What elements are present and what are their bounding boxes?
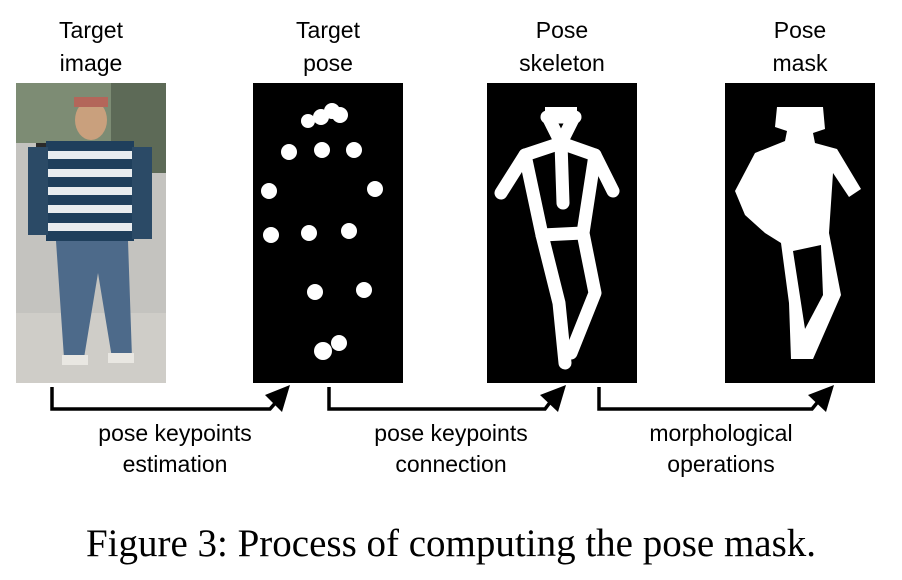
target-pose-panel <box>253 83 403 383</box>
process-arrows <box>50 385 834 412</box>
arrow-estimation <box>50 387 286 411</box>
target-image-photo <box>16 83 166 383</box>
figure-caption: Figure 3: Process of computing the pose … <box>85 522 817 565</box>
arrow-connection <box>327 387 559 411</box>
arrow-morphology <box>597 387 827 411</box>
step-estimation-label: pose keypoints estimation <box>98 420 252 477</box>
arrow-estimation-head <box>265 385 290 412</box>
target-image-label: Target image <box>59 17 123 76</box>
target-pose-label: Target pose <box>296 17 360 76</box>
arrow-morphology-head <box>808 385 834 412</box>
pose-skeleton-label: Pose skeleton <box>519 17 605 76</box>
pose-mask-label: Pose mask <box>772 17 828 76</box>
pose-mask-panel <box>725 83 875 383</box>
arrow-connection-head <box>540 385 566 412</box>
step-connection-label: pose keypoints connection <box>374 420 528 477</box>
keypoints-graphic <box>261 103 383 360</box>
skeleton-graphic <box>494 107 620 370</box>
mask-graphic <box>735 107 861 359</box>
pose-skeleton-panel <box>487 83 637 383</box>
step-morphology-label: morphological operations <box>649 420 793 477</box>
